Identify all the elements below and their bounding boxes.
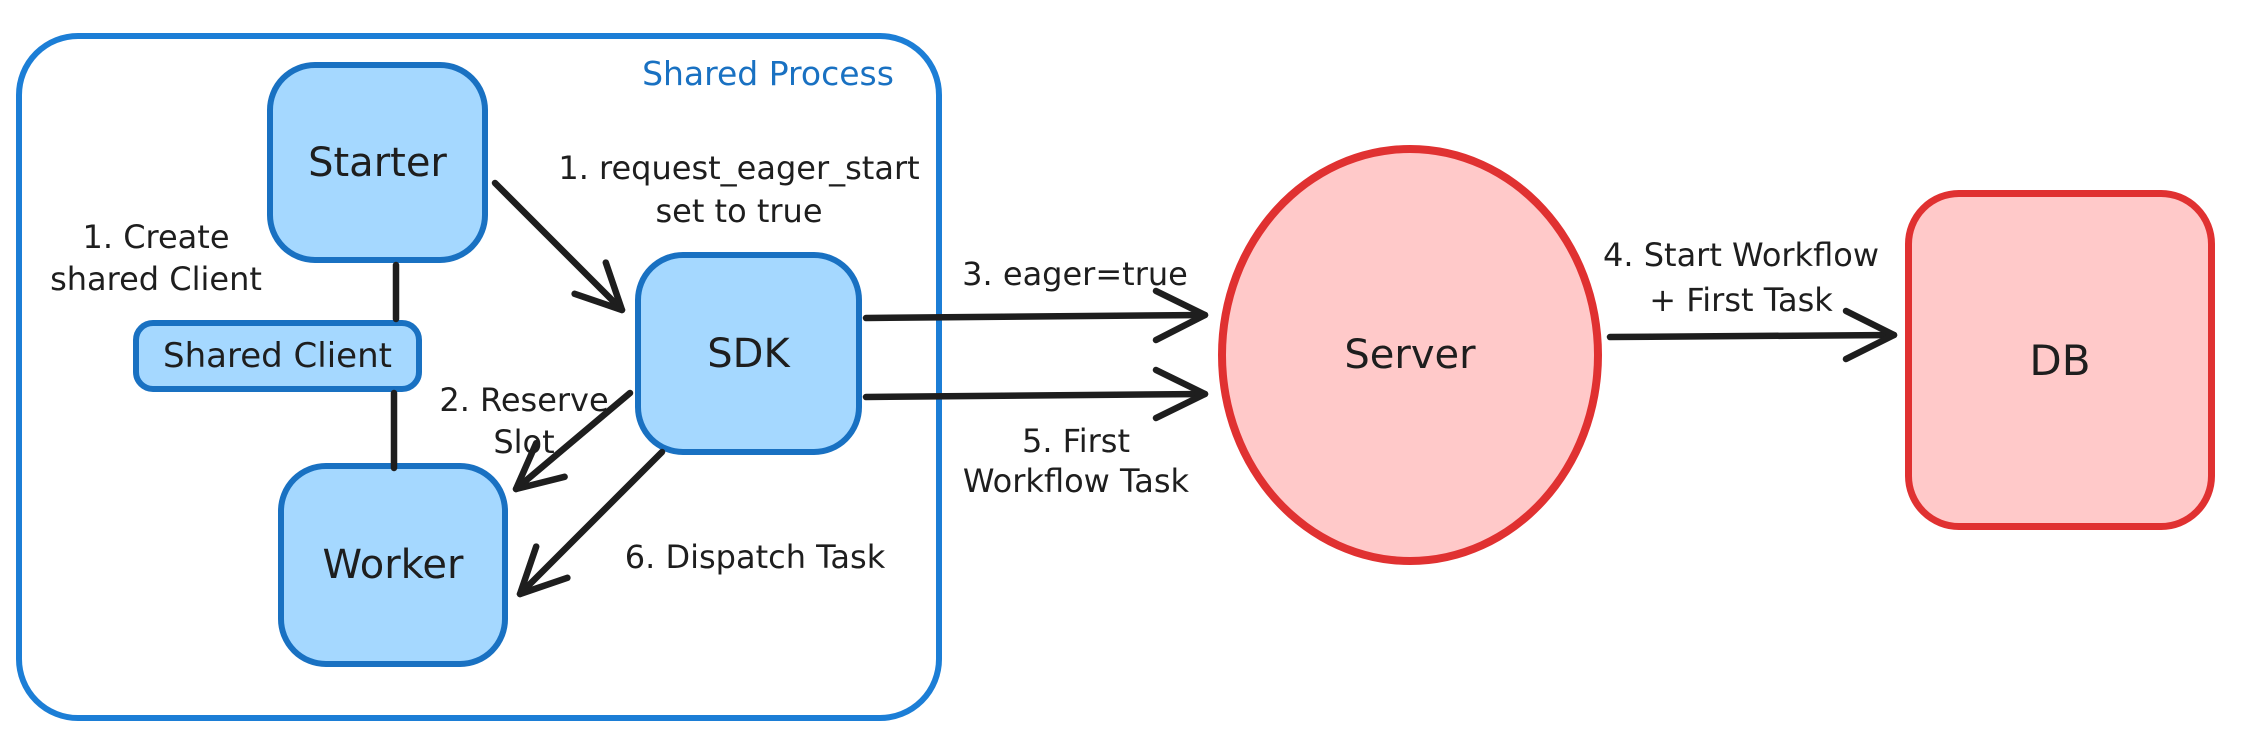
shared-process-label: Shared Process bbox=[642, 54, 894, 93]
sdk-label: SDK bbox=[707, 330, 790, 377]
shared-client-node: Shared Client bbox=[133, 320, 422, 392]
worker-label: Worker bbox=[322, 542, 464, 588]
worker-node: Worker bbox=[278, 463, 508, 667]
annotation-create-shared-client: 1. Create shared Client bbox=[50, 218, 262, 298]
db-node: DB bbox=[1905, 190, 2215, 530]
server-label: Server bbox=[1344, 332, 1476, 378]
annotation-first-workflow-task: 5. First Workflow Task bbox=[962, 422, 1190, 500]
annotation-reserve-slot: 2. Reserve Slot bbox=[439, 381, 609, 461]
annotation-dispatch-task: 6. Dispatch Task bbox=[624, 538, 886, 576]
sdk-node: SDK bbox=[635, 252, 862, 455]
annotation-eager-true: 3. eager=true bbox=[962, 255, 1188, 293]
starter-label: Starter bbox=[308, 139, 447, 186]
shared-client-label: Shared Client bbox=[163, 336, 392, 376]
starter-node: Starter bbox=[267, 62, 488, 263]
server-node: Server bbox=[1218, 145, 1602, 565]
annotation-request-eager-start: 1. request_eager_start set to true bbox=[558, 149, 920, 230]
annotation-start-workflow: 4. Start Workflow + First Task bbox=[1603, 236, 1879, 319]
db-label: DB bbox=[2029, 335, 2091, 385]
